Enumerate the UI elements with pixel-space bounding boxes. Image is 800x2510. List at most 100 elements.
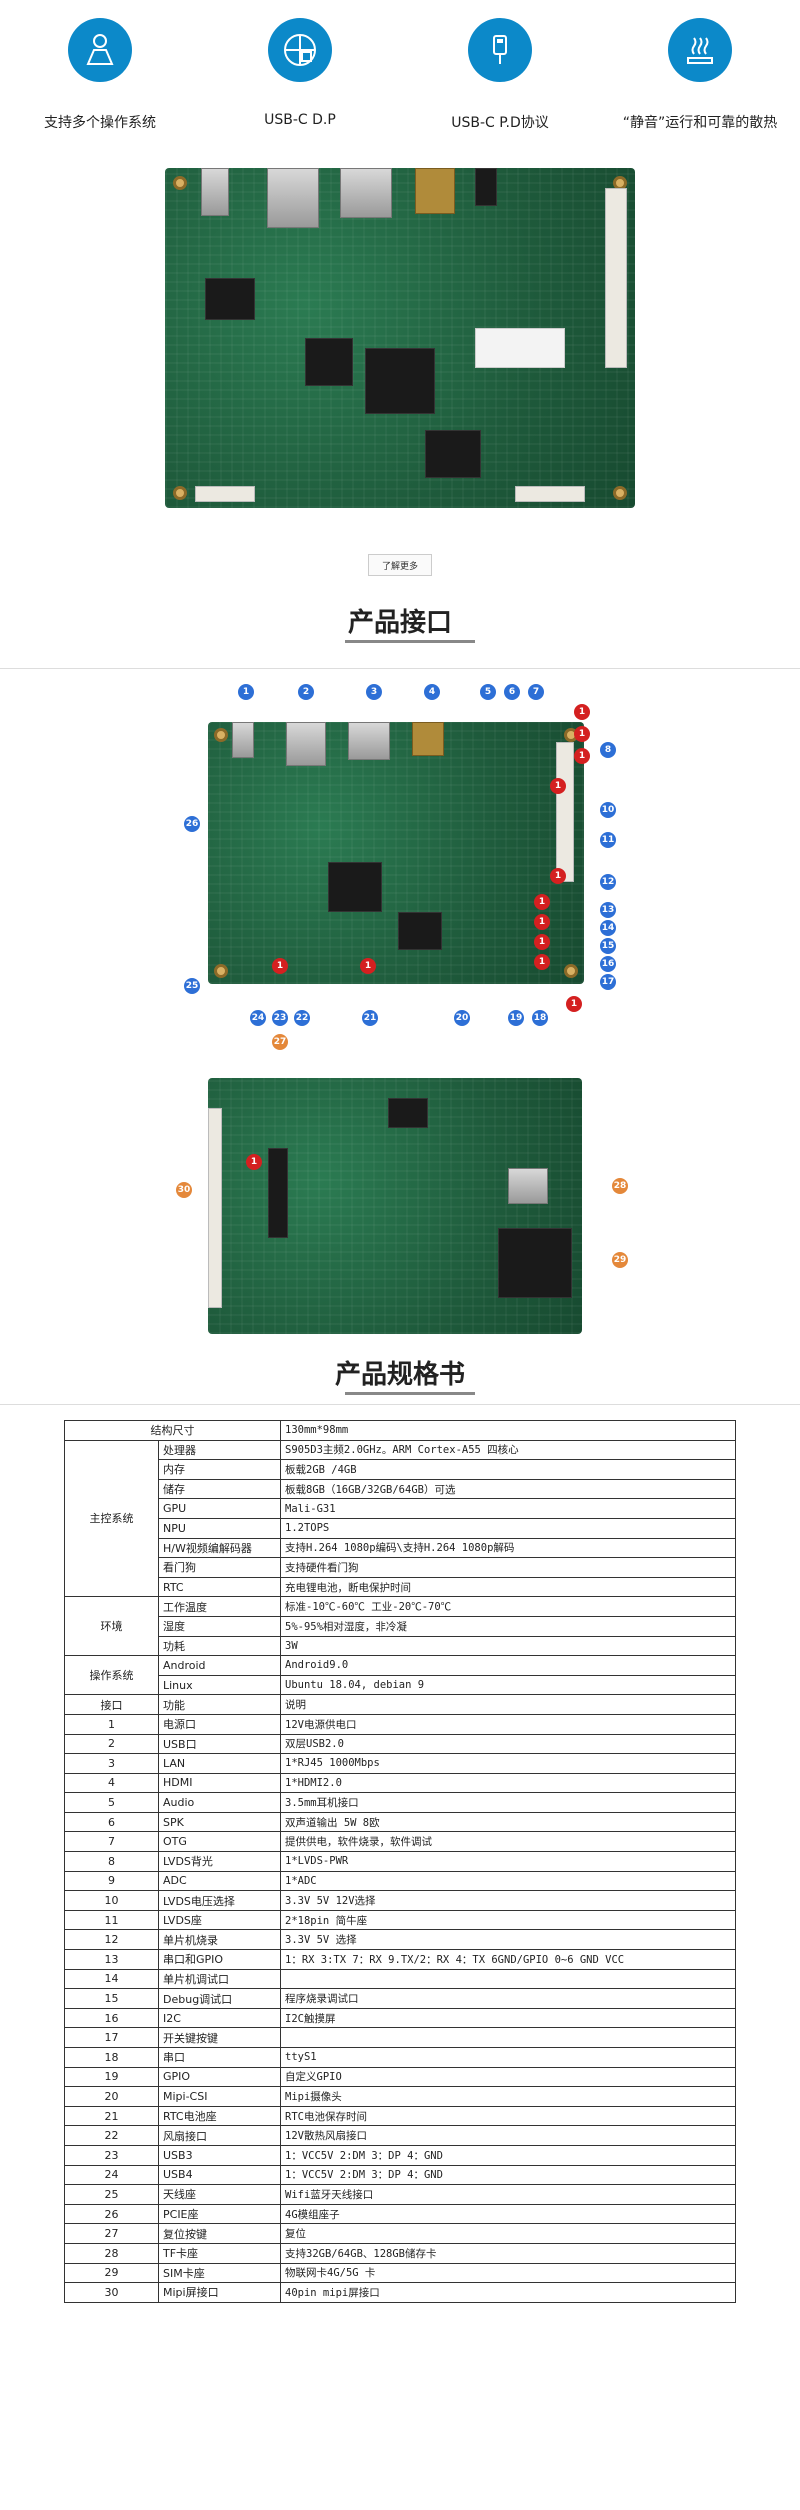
cell-value: 支持H.264 1080p编码\支持H.264 1080p解码 [280,1537,736,1559]
cell-item: 看门狗 [158,1557,281,1578]
cell-value: ttyS1 [280,2047,736,2068]
marker-29: 29 [612,1252,628,1268]
feature-os: 支持多个操作系统 [5,18,195,138]
cell-value: 复位 [280,2223,736,2244]
cell-value: 提供供电，软件烧录，软件调试 [280,1831,736,1853]
cell-value: 5%-95%相对湿度，非冷凝 [280,1615,736,1637]
marker-30: 30 [176,1182,192,1198]
cell-group: 14 [64,1968,159,1990]
cell-value: 3.3V 5V 选择 [280,1929,736,1951]
cell-item: GPIO [158,2066,281,2088]
marker-10: 10 [600,802,616,818]
cell-item: 功耗 [158,1635,281,1657]
cell-item: Linux [158,1674,281,1696]
cell-value: 支持32GB/64GB、128GB储存卡 [280,2242,736,2264]
cell-item: SIM卡座 [158,2262,281,2284]
cell-group: 2 [64,1733,159,1755]
cell-item: ADC [158,1870,281,1892]
cell-group: 12 [64,1929,159,1951]
cell-value: 双层USB2.0 [280,1733,736,1755]
cell-item: Mipi-CSI [158,2086,281,2107]
marker-23: 23 [272,1010,288,1026]
feature-usb-c-dp: USB-C D.P [205,18,395,138]
cell-item: SPK [158,1811,281,1833]
os-person-icon [68,18,132,82]
cell-item: 内存 [158,1459,281,1480]
cell-value: 双声道输出 5W 8欧 [280,1811,736,1833]
cell-item: 电源口 [158,1713,281,1735]
table-row: 内存板载2GB /4GB [65,1459,736,1480]
cell-group: 18 [64,2047,159,2068]
interfaces-title: 产品接口 [347,608,452,638]
cell-item: 工作温度 [158,1596,281,1617]
cell-value [280,1968,736,1990]
cell-item: Audio [158,1792,281,1813]
cell-item: 串口 [158,2047,281,2068]
cell-value: 程序烧录调试口 [280,1988,736,2009]
cell-value: 12V电源供电口 [280,1713,736,1735]
marker-7: 7 [528,684,544,700]
title-underline [345,640,475,643]
cell-group: 16 [64,2007,159,2029]
cell-item: PCIE座 [158,2203,281,2225]
red-marker: 1 [360,958,376,974]
cell-item: GPU [158,1498,281,1519]
cell-item: OTG [158,1831,281,1853]
cell-item: 单片机调试口 [158,1968,281,1990]
red-marker: 1 [246,1154,262,1170]
cell-group: 环境 [64,1596,159,1657]
cell-group: 21 [64,2105,159,2127]
cell-item: 处理器 [158,1439,281,1461]
cell-group: 结构尺寸 [64,1420,281,1441]
table-row: 接口功能说明 [64,1694,736,1715]
table-row: H/W视频编解码器支持H.264 1080p编码\支持H.264 1080p解码 [65,1537,736,1559]
feature-silent-cooling: “静音”运行和可靠的散热 [605,18,795,138]
cell-group: 20 [64,2086,159,2107]
red-marker: 1 [550,778,566,794]
marker-24: 24 [250,1010,266,1026]
marker-25: 25 [184,978,200,994]
cell-item: 风扇接口 [158,2125,281,2146]
cell-group: 操作系统 [64,1655,159,1696]
cell-value: RTC电池保存时间 [280,2105,736,2127]
cell-value: 1：RX 3:TX 7：RX 9.TX/2：RX 4：TX 6GND/GPIO … [280,1949,736,1970]
cell-value: 3W [280,1635,736,1657]
cell-group: 6 [64,1811,159,1833]
specs-title: 产品规格书 [334,1360,465,1390]
learn-more-button[interactable]: 了解更多 [368,554,432,576]
usb-c-plug-icon [468,18,532,82]
red-marker: 1 [566,996,582,1012]
cell-value: 4G模组座子 [280,2203,736,2225]
red-marker: 1 [534,894,550,910]
table-row: 储存板载8GB（16GB/32GB/64GB）可选 [65,1478,736,1500]
cell-value: 40pin mipi屏接口 [280,2282,736,2303]
cell-item: TF卡座 [158,2242,281,2264]
marker-28: 28 [612,1178,628,1194]
marker-3: 3 [366,684,382,700]
cell-group: 27 [64,2223,159,2244]
cell-value: Mipi摄像头 [280,2086,736,2107]
cell-group: 25 [64,2184,159,2205]
marker-14: 14 [600,920,616,936]
board-photo-annotated [208,722,584,984]
cell-group: 23 [64,2144,159,2166]
marker-19: 19 [508,1010,524,1026]
red-marker: 1 [534,934,550,950]
cell-item: H/W视频编解码器 [158,1537,281,1559]
marker-22: 22 [294,1010,310,1026]
cell-value: 1*RJ45 1000Mbps [280,1753,736,1774]
cell-value: 板载8GB（16GB/32GB/64GB）可选 [280,1478,736,1500]
cell-group: 3 [64,1753,159,1774]
